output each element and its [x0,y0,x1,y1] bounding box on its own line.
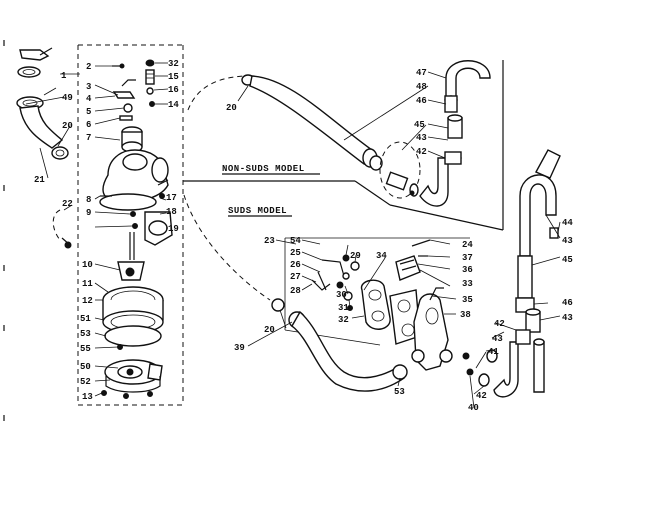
callout-4: 4 [86,94,92,104]
callout-44: 44 [562,218,573,228]
clamp-22 [52,209,72,249]
callout-10: 10 [82,260,93,270]
callout-48-nonsuds: 48 [416,82,427,92]
suds-plate-35 [389,289,421,345]
callout-55: 55 [80,344,91,354]
callout-18: 18 [166,207,177,217]
callout-42-suds-b: 42 [494,319,505,329]
callout-14: 14 [168,100,179,110]
callout-46-suds: 46 [562,298,573,308]
callout-31: 31 [338,303,349,313]
callout-45-suds: 45 [562,255,573,265]
callout-15: 15 [168,72,179,82]
callout-37: 37 [462,253,473,263]
callout-41: 41 [488,347,499,357]
callout-45-nonsuds: 45 [414,120,425,130]
callout-17: 17 [166,193,177,203]
pump-assembly-box [77,44,184,406]
suds-small-parts [462,349,498,387]
callout-43-nonsuds: 43 [416,133,427,143]
suds-gasket-34 [360,279,391,330]
callout-1: 1 [61,71,67,81]
callout-35: 35 [462,295,473,305]
callout-11: 11 [82,279,93,289]
elbow-hose-21 [16,96,69,160]
callout-19: 19 [168,224,179,234]
callout-20: 20 [62,121,73,131]
callout-34: 34 [376,251,387,261]
pump-callouts: 1 2 3 4 5 6 7 8 9 10 11 12 13 14 15 16 1… [34,59,179,402]
callout-2: 2 [86,62,91,72]
non-suds-model-title: NON-SUDS MODEL [222,164,305,174]
callout-5: 5 [86,107,91,117]
callout-30: 30 [336,290,347,300]
callout-8: 8 [86,195,91,205]
pump-body [99,126,173,281]
section-connectors [183,75,504,301]
callout-7: 7 [86,133,91,143]
callout-54: 54 [290,236,301,246]
callout-47-nonsuds: 47 [416,68,427,78]
callout-39: 39 [234,343,245,353]
suds-extra-callouts: 43 43 42 [494,236,573,329]
pump-base [101,359,163,399]
pump-leaders [25,62,169,397]
suds-body-38 [411,287,453,371]
suds-flap-group [311,254,360,311]
callout-26: 26 [290,260,301,270]
callout-50: 50 [80,362,91,372]
callout-51: 51 [80,314,91,324]
callout-3: 3 [86,82,91,92]
suds-valve-33 [395,239,431,281]
callout-46-nonsuds: 46 [416,96,427,106]
callout-42-suds: 42 [476,391,487,401]
housing-11-12 [102,286,164,350]
suds-leaders [247,214,561,409]
callout-21: 21 [34,175,45,185]
callout-23: 23 [264,236,275,246]
callout-6: 6 [86,120,91,130]
non-suds-hose-47 [419,60,491,207]
callout-42-nonsuds: 42 [416,147,427,157]
callout-49: 49 [62,93,73,103]
callout-43-suds-c: 43 [562,313,573,323]
callout-53-suds: 53 [394,387,405,397]
callout-25: 25 [290,248,301,258]
callout-22: 22 [62,199,73,209]
callout-33: 33 [462,279,473,289]
suds-model-title: SUDS MODEL [228,206,287,216]
non-suds-coupler-45 [379,141,421,199]
callout-9: 9 [86,208,91,218]
suds-tall-hose [493,149,561,398]
clamp-49 [17,47,53,78]
suds-hose-39 [271,298,408,392]
callout-53: 53 [80,329,91,339]
non-suds-callouts: 20 42 43 45 46 47 48 [226,68,427,157]
callout-12: 12 [82,296,93,306]
callout-43-suds-b: 43 [562,236,573,246]
callout-43-suds: 43 [492,334,503,344]
non-suds-leaders [237,71,449,159]
callout-20-suds: 20 [264,325,275,335]
callout-13: 13 [82,392,93,402]
callout-52: 52 [80,377,91,387]
callout-24: 24 [462,240,473,250]
callout-27: 27 [290,272,301,282]
pump-small-parts [112,59,155,121]
callout-38: 38 [460,310,471,320]
callout-32-suds: 32 [338,315,349,325]
callout-40: 40 [468,403,479,413]
non-suds-hose-48 [241,74,383,171]
callout-16: 16 [168,85,179,95]
callout-32: 32 [168,59,179,69]
callout-36: 36 [462,265,473,275]
callout-28: 28 [290,286,301,296]
suds-callouts: 20 23 24 25 26 27 28 29 30 31 32 33 34 3… [234,218,573,413]
callout-20-nonsuds: 20 [226,103,237,113]
callout-29: 29 [350,251,361,261]
